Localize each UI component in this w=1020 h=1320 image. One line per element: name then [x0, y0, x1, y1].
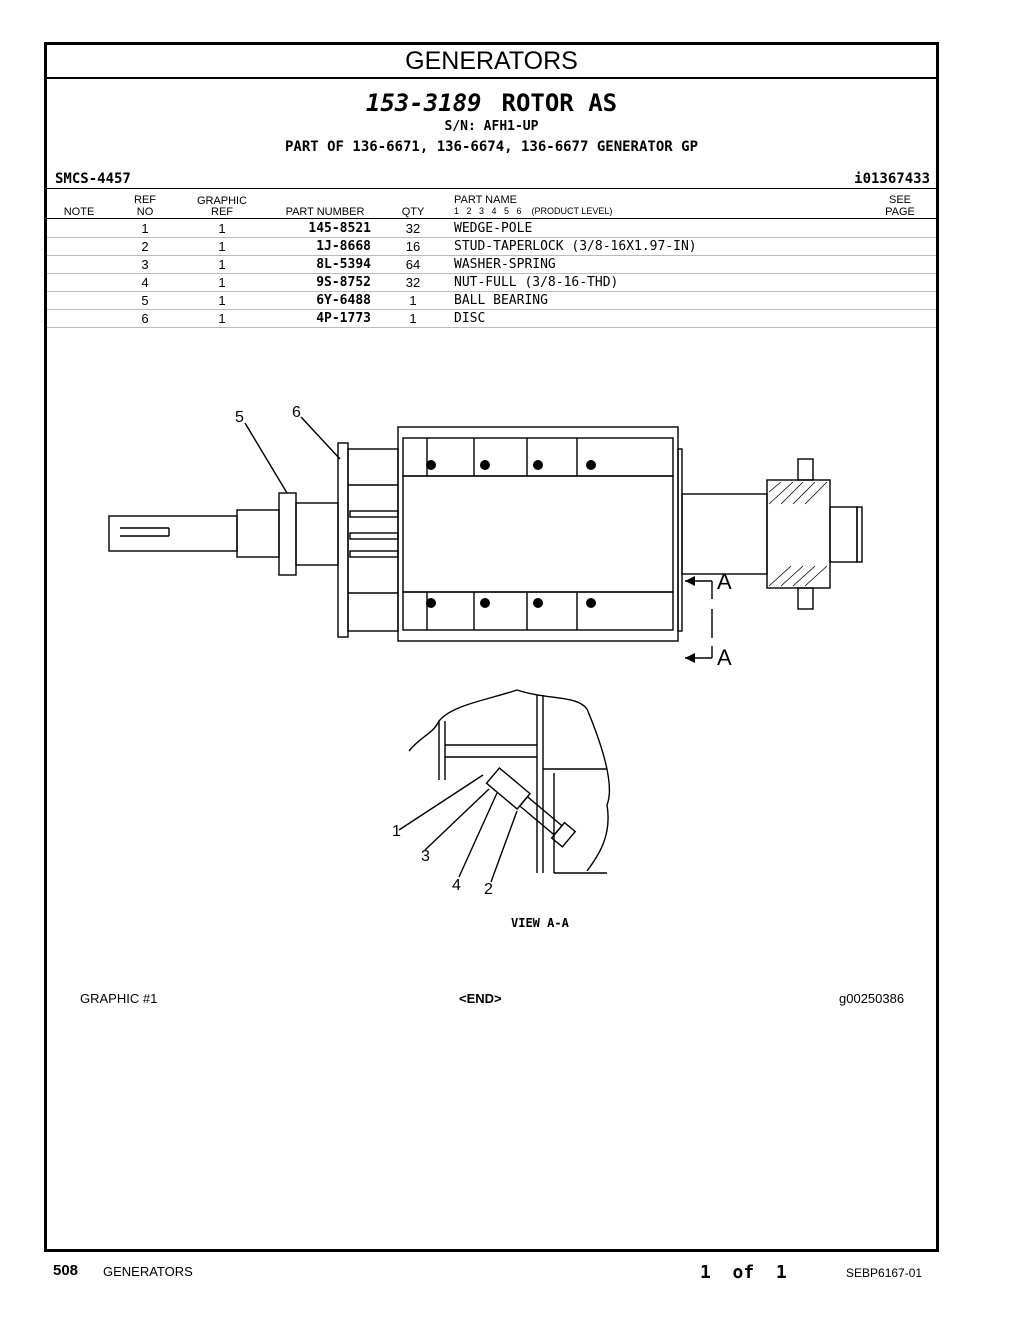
rotor-body [397, 426, 679, 642]
section-mark-top: A [717, 569, 732, 594]
assembly-name: ROTOR AS [501, 89, 618, 117]
row-part-number: 6Y-6488 [316, 293, 371, 308]
page-number: 508 [53, 1262, 79, 1279]
end-label: <END> [459, 991, 502, 1006]
callout-3: 3 [421, 848, 430, 865]
assembly-number: 153-3189 [365, 89, 482, 117]
row-qty: 1 [409, 293, 417, 308]
row-ref: 5 [141, 293, 149, 308]
row-part-name: BALL BEARING [454, 293, 548, 308]
table-head-rule [47, 218, 936, 219]
row-qty: 16 [405, 239, 421, 254]
row-ref: 3 [141, 257, 149, 272]
page-of: 1 of 1 [700, 1262, 787, 1283]
row-divider [47, 309, 936, 310]
row-graphic-ref: 1 [218, 221, 226, 236]
row-graphic-ref: 1 [218, 257, 226, 272]
col-graphic-ref-bottom: REF [211, 206, 233, 218]
col-note: NOTE [63, 206, 95, 218]
row-ref: 1 [141, 221, 149, 236]
row-part-number: 8L-5394 [316, 257, 371, 272]
col-part-number: PART NUMBER [285, 206, 365, 218]
serial-range: S/N: AFH1-UP [444, 119, 539, 134]
col-see-page-bottom: PAGE [885, 206, 915, 218]
row-qty: 32 [405, 221, 421, 236]
shaft-step [236, 509, 280, 558]
row-part-number: 1J-8668 [316, 239, 371, 254]
right-shaft [681, 493, 768, 575]
end-assembly [347, 448, 399, 632]
part-of-line: PART OF 136-6671, 136-6674, 136-6677 GEN… [284, 139, 698, 155]
col-see-page-top: SEE [888, 194, 911, 206]
doc-id: SEBP6167-01 [846, 1266, 923, 1280]
row-part-name: WASHER-SPRING [454, 257, 556, 272]
rotor-core [402, 475, 674, 593]
bearing-hub [295, 502, 339, 566]
callout-2: 2 [484, 881, 493, 898]
assembly-heading: 153-3189 ROTOR AS [47, 89, 936, 117]
graphic-label: GRAPHIC #1 [80, 991, 158, 1006]
row-qty: 64 [405, 257, 421, 272]
rotor-drawing [108, 416, 863, 883]
row-part-name: WEDGE-POLE [454, 221, 533, 236]
row-ref: 2 [141, 239, 149, 254]
col-product-level: 1 2 3 4 5 6 (PRODUCT LEVEL) [454, 206, 613, 216]
header-rule [47, 188, 936, 189]
row-part-name: NUT-FULL (3/8-16-THD) [454, 275, 619, 290]
col-qty: QTY [401, 206, 425, 218]
row-graphic-ref: 1 [218, 311, 226, 326]
page-frame: GENERATORS 153-3189 ROTOR AS S/N: AFH1-UP… [44, 42, 939, 1252]
disc [337, 442, 349, 638]
row-ref: 4 [141, 275, 149, 290]
row-divider [47, 255, 936, 256]
col-part-name: PART NAME [454, 194, 517, 206]
row-ref: 6 [141, 311, 149, 326]
left-shaft [108, 515, 238, 552]
row-part-number: 9S-8752 [316, 275, 371, 290]
row-divider [47, 273, 936, 274]
callout-5: 5 [235, 409, 244, 426]
view-label: VIEW A-A [511, 916, 569, 930]
row-part-number: 145-8521 [308, 221, 371, 236]
callout-6: 6 [292, 404, 301, 421]
view-a-a-detail [398, 689, 611, 883]
row-graphic-ref: 1 [218, 275, 226, 290]
footer-section: GENERATORS [103, 1264, 193, 1279]
col-ref-no-bottom: NO [136, 206, 154, 218]
row-qty: 1 [409, 311, 417, 326]
info-id: i01367433 [854, 171, 930, 187]
row-part-number: 4P-1773 [316, 311, 371, 326]
row-graphic-ref: 1 [218, 293, 226, 308]
row-part-name: DISC [454, 311, 486, 326]
section-title: GENERATORS [47, 45, 936, 79]
row-divider [47, 237, 936, 238]
smcs-code: SMCS-4457 [55, 171, 131, 187]
section-mark-bottom: A [717, 645, 732, 670]
row-divider [47, 291, 936, 292]
col-graphic-ref-top: GRAPHIC [196, 195, 248, 207]
row-graphic-ref: 1 [218, 239, 226, 254]
callout-4: 4 [452, 877, 461, 894]
row-divider [47, 327, 936, 328]
row-qty: 32 [405, 275, 421, 290]
col-ref-no-top: REF [134, 194, 156, 206]
callout-1: 1 [392, 823, 401, 840]
row-part-name: STUD-TAPERLOCK (3/8-16X1.97-IN) [454, 239, 697, 254]
ball-bearing [278, 492, 297, 576]
graphic-id: g00250386 [839, 991, 905, 1006]
